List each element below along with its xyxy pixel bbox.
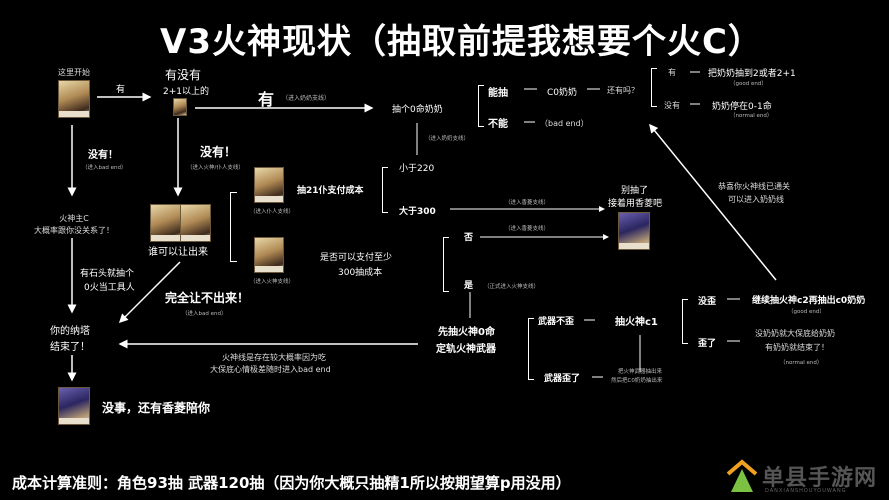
stone-tool-line1: 有石头就抽个 <box>80 269 135 279</box>
more-yes-label: 有 <box>668 68 676 77</box>
hushen-avatar-note: （进入火神支线） <box>250 279 295 285</box>
hushen-no-note: （进入香菱支线） <box>505 226 550 232</box>
edge-yes-nahida-note: （进入奶奶支线） <box>282 95 331 102</box>
c0-nahida-label: C0奶奶 <box>547 88 578 98</box>
any-more-label: 还有吗？ <box>607 86 639 95</box>
c1-bad-result1: 没奶奶就大保底给奶奶 <box>755 329 835 338</box>
hushen-cost-line1: 是否可以支付至少 <box>320 253 393 263</box>
brace-hushen-cost <box>443 237 449 292</box>
weapon-crooked-label: 武器歪了 <box>544 374 581 384</box>
servant-more-300: 大于300 <box>399 207 436 217</box>
xiangling-avatar <box>58 387 90 425</box>
more-yes-result: 把奶奶抽到2或者2+1 <box>708 69 796 79</box>
no-branch-label: 没有！ <box>200 145 237 159</box>
hushen-yes-label: 是 <box>464 281 474 291</box>
c1-ok-note: （good end） <box>788 309 825 315</box>
cleared-line1: 恭喜你火神线已通关 <box>718 182 790 191</box>
c1-ok-label: 没歪 <box>698 297 717 307</box>
who-yield-label: 谁可以让出来 <box>148 247 208 258</box>
edge-yes-nahida: 有 <box>258 90 275 109</box>
weapon-crooked-result2: 然后把C0奶奶抽出来 <box>611 378 663 384</box>
pull-c0-nahida-label: 抽个0命奶奶 <box>392 105 443 115</box>
brace-more-nahida <box>651 68 657 107</box>
hushen-main-c-line1: 火神主C <box>59 214 89 223</box>
c1-ok-result: 继续抽火神c2再抽出c0奶奶 <box>752 296 866 306</box>
brace-can-pull <box>478 85 484 127</box>
hushen-no-label: 否 <box>464 233 474 243</box>
no-bad-end-label: 没有！ <box>88 150 118 161</box>
cost-rule-footer: 成本计算准则：角色93抽 武器120抽（因为你大概只抽精1所以按期望算p用没用） <box>12 474 571 492</box>
c1-bad-label: 歪了 <box>698 339 717 349</box>
c1-bad-note: （normal end） <box>780 360 823 366</box>
check-nahida-line1: 有没有 <box>165 68 202 82</box>
brace-who-yield <box>230 192 237 262</box>
no-bad-end-note: （进入bad end） <box>82 165 127 171</box>
nata-end-line2: 结束了！ <box>50 342 90 353</box>
servant-avatar-note: （进入仆人支线） <box>250 209 295 215</box>
hushen-yes-note: （正式进入火神支线） <box>484 284 540 290</box>
stop-pulling-line2: 接着用香菱吧 <box>608 199 663 209</box>
xiangling-end-label: 没事，还有香菱陪你 <box>102 401 211 415</box>
stop-pulling-line1: 别抽了 <box>621 186 649 196</box>
weapon-crooked-result1: 把火神武器抽出来 <box>618 369 663 375</box>
can-pull-label: 能抽 <box>488 88 508 99</box>
servant-less-220: 小于220 <box>399 164 435 174</box>
risk-note-line1: 火神线是存在较大概率因为吃 <box>222 353 326 362</box>
more-yes-note: （good end） <box>730 81 767 87</box>
start-label: 这里开始 <box>58 68 90 77</box>
watermark-name: 单县手游网 <box>762 466 878 491</box>
more-no-note: （normal end） <box>730 113 773 119</box>
c1-bad-result2: 有奶奶就结束了！ <box>765 343 829 352</box>
hushen-main-c-line2: 大概率跟你没关系了！ <box>34 226 114 235</box>
hushen-cost-line2: 300抽成本 <box>338 268 383 278</box>
watermark-logo-icon <box>726 459 758 492</box>
cannot-pull-note: （bad end） <box>540 119 589 128</box>
pull-c0-nahida-note: （进入奶奶支线） <box>425 136 470 142</box>
nahida-avatar-small <box>173 98 187 116</box>
weapon-path-line1: 先抽火神0命 <box>438 327 495 338</box>
brace-weapon <box>528 318 534 380</box>
hushen-c1-label: 抽火神c1 <box>615 317 658 328</box>
arlecchino-avatar-right <box>254 167 284 203</box>
brace-c1-result <box>682 299 688 344</box>
cannot-pull-label: 不能 <box>488 119 508 130</box>
nata-end-line1: 你的纳塔 <box>50 326 90 337</box>
xiangling-avatar-right <box>618 212 650 250</box>
weapon-ok-label: 武器不歪 <box>538 317 575 327</box>
servant-cost-label: 抽21仆支付成本 <box>297 186 364 196</box>
stone-tool-line2: 0火当工具人 <box>84 283 135 293</box>
servant-more-note: （进入香菱支线） <box>505 200 550 206</box>
no-branch-note: （进入火神/仆人支线） <box>187 165 244 171</box>
edge-yes-label: 有 <box>116 85 126 95</box>
check-nahida-line2: 2+1以上的 <box>163 87 209 97</box>
cleared-line2: 可以进入奶奶线 <box>728 195 784 204</box>
brace-servant-cost <box>382 167 388 213</box>
nahida-avatar <box>150 204 181 242</box>
nilou-avatar <box>58 80 90 118</box>
yield-none-label: 完全让不出来！ <box>165 291 250 305</box>
weapon-path-line2: 定轨火神武器 <box>436 344 496 355</box>
arlecchino-avatar <box>180 204 211 242</box>
page-title: V3火神现状（抽取前提我想要个火C） <box>160 22 763 62</box>
mavuika-avatar <box>254 237 284 273</box>
yield-none-note: （进入bad end） <box>182 311 227 317</box>
risk-note-line2: 大保底心情极差随时进入bad end <box>210 365 331 374</box>
more-no-result: 奶奶停在0-1命 <box>712 102 772 112</box>
watermark-sub: DANXIANSHOUYOUWANG <box>765 488 847 494</box>
more-no-label: 没有 <box>664 101 680 110</box>
